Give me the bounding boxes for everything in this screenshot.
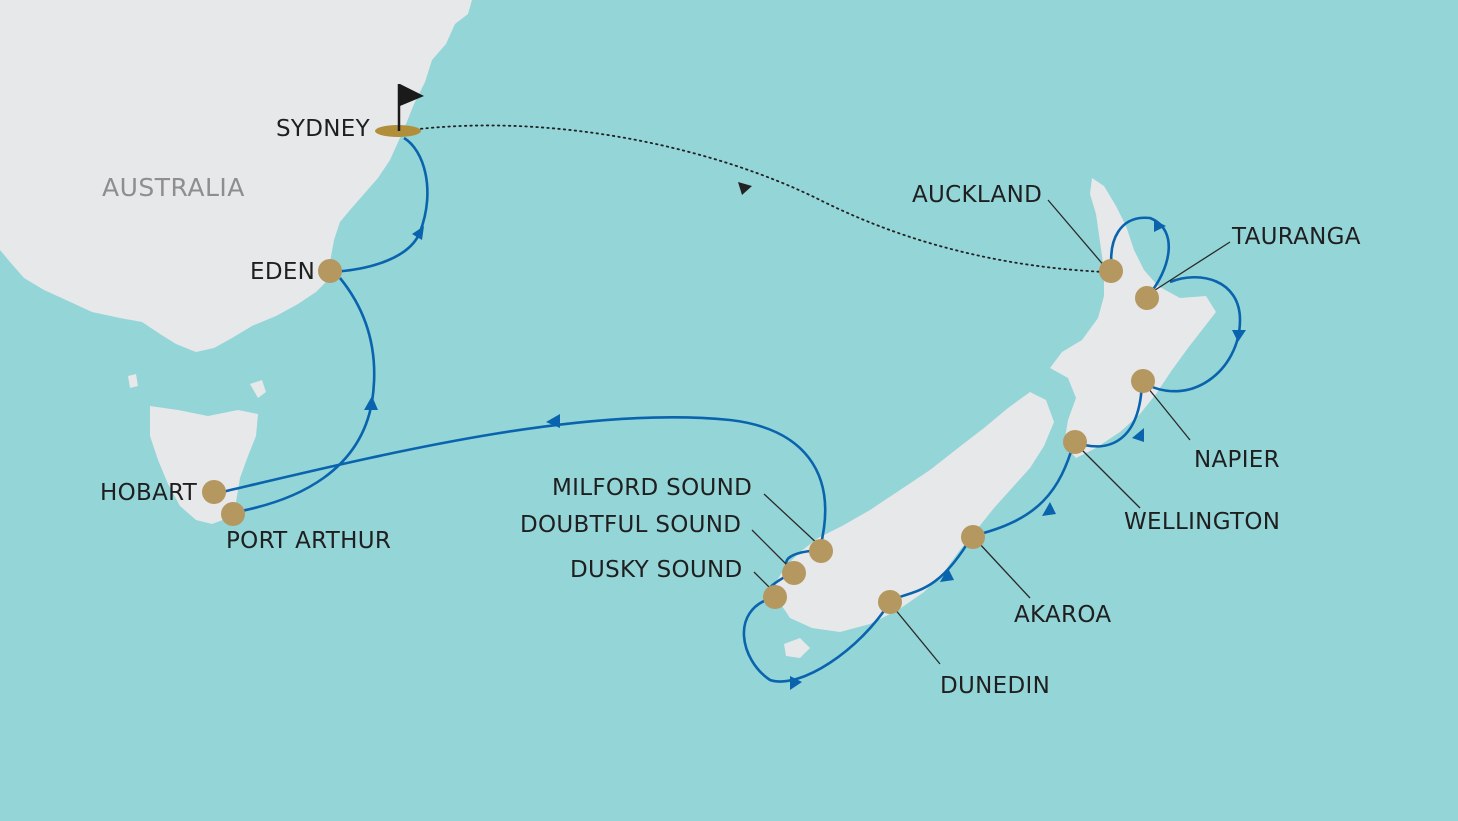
tasmania-landmass: [150, 406, 258, 524]
leader-doubtful: [751, 529, 791, 569]
port-dot-icon: [782, 561, 806, 585]
port-dot-icon: [221, 502, 245, 526]
route-arrow-icon: [412, 226, 424, 240]
port-dot-icon: [878, 590, 902, 614]
port-label-dunedin: DUNEDIN: [940, 673, 1050, 699]
port-label-eden: EDEN: [250, 259, 315, 285]
port-label-wellington: WELLINGTON: [1124, 509, 1280, 535]
leader-tauranga: [1151, 241, 1231, 293]
port-dot-icon: [763, 585, 787, 609]
stewart-island: [784, 638, 810, 658]
port-label-auckland: AUCKLAND: [912, 182, 1042, 208]
port-label-napier: NAPIER: [1194, 447, 1280, 473]
leader-auckland: [1047, 199, 1107, 269]
port-dot-icon: [1135, 286, 1159, 310]
route-arrow-icon: [940, 568, 954, 582]
port-dot-icon: [1063, 430, 1087, 454]
leader-akaroa: [977, 541, 1031, 599]
port-dot-icon: [1099, 259, 1123, 283]
port-dot-icon: [1131, 369, 1155, 393]
route-arrow-icon: [1154, 220, 1166, 232]
port-label-tauranga: TAURANGA: [1231, 224, 1361, 250]
port-dot-icon: [961, 525, 985, 549]
route-arrow-icon: [738, 182, 752, 195]
port-dot-icon: [809, 539, 833, 563]
port-label-port-arthur: PORT ARTHUR: [226, 528, 391, 554]
port-label-doubtful-sound: DOUBTFUL SOUND: [520, 512, 741, 538]
australia-landmass: [0, 0, 472, 352]
route-arrow-icon: [1132, 428, 1144, 442]
flinders-island: [250, 380, 266, 398]
port-label-milford-sound: MILFORD SOUND: [552, 475, 752, 501]
port-label-sydney: SYDNEY: [276, 116, 371, 142]
route-arrow-icon: [790, 676, 802, 690]
south-island-landmass: [776, 392, 1054, 632]
route-arrow-icon: [1042, 502, 1056, 516]
king-island: [128, 374, 138, 388]
leader-dunedin: [893, 607, 941, 665]
port-dot-icon: [318, 259, 342, 283]
region-label-australia: AUSTRALIA: [102, 173, 245, 202]
leader-milford: [763, 493, 821, 547]
route-arrow-icon: [546, 414, 560, 428]
port-label-dusky-sound: DUSKY SOUND: [570, 557, 743, 583]
port-label-akaroa: AKAROA: [1014, 602, 1111, 628]
flag-icon: [400, 84, 424, 106]
port-label-hobart: HOBART: [100, 480, 198, 506]
route-arrow-icon: [364, 396, 378, 410]
leader-napier: [1147, 387, 1191, 441]
leader-wellington: [1079, 447, 1141, 509]
port-dot-icon: [202, 480, 226, 504]
north-island-landmass: [1050, 178, 1216, 458]
route-arrow-icon: [1232, 330, 1246, 342]
route-sydney-auckland: [409, 124, 1106, 273]
